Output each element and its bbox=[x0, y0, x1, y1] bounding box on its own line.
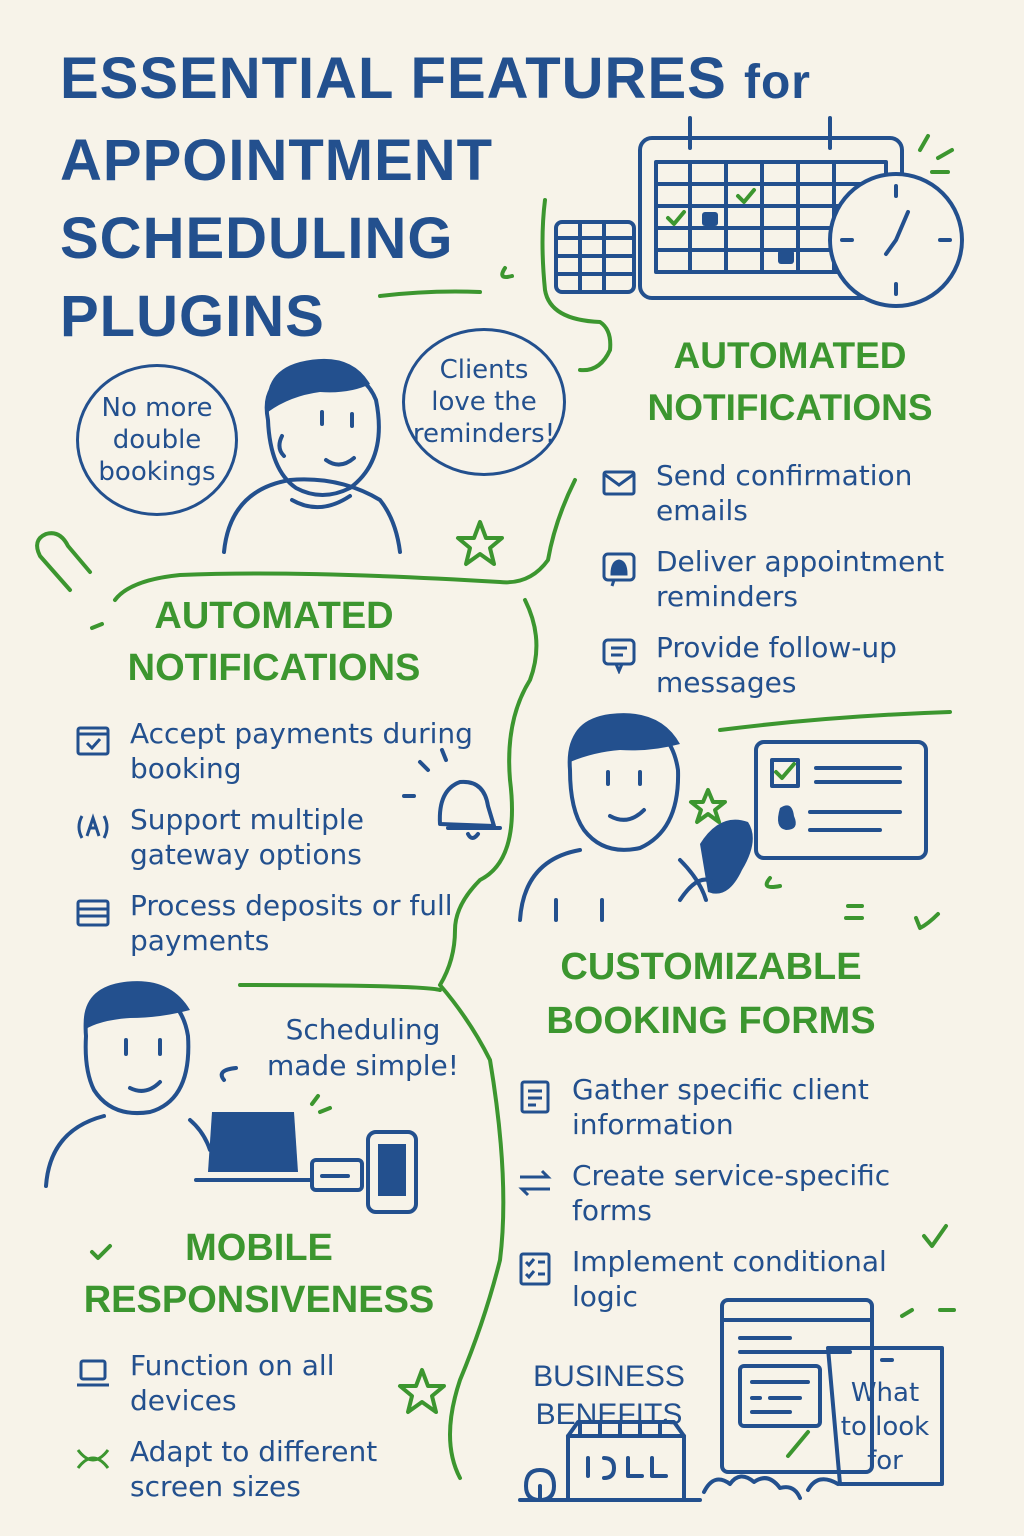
logic-checklist-icon bbox=[519, 1252, 551, 1286]
feature-item: Create service-specific forms bbox=[516, 1158, 906, 1228]
feature-text: Support multiple gateway options bbox=[130, 803, 364, 871]
title-line2: APPOINTMENT bbox=[60, 128, 494, 193]
section-payments: AUTOMATED NOTIFICATIONS Accept payments … bbox=[74, 590, 474, 974]
section-heading: MOBILE RESPONSIVENESS bbox=[83, 1227, 435, 1321]
bell-icon bbox=[602, 552, 636, 587]
feature-item: Support multiple gateway options bbox=[74, 802, 474, 872]
feature-list: Accept payments during booking Support m… bbox=[74, 716, 474, 958]
small-calendar-icon bbox=[554, 220, 636, 294]
feature-list: Function on all devices Adapt to differe… bbox=[74, 1348, 444, 1504]
swap-arrows-icon bbox=[518, 1169, 552, 1197]
message-icon bbox=[602, 638, 636, 674]
feature-item: Gather specific client information bbox=[516, 1072, 906, 1142]
feature-item: Function on all devices bbox=[74, 1348, 444, 1418]
feature-text: Implement conditional logic bbox=[572, 1245, 887, 1313]
section-booking-forms: CUSTOMIZABLE BOOKING FORMS Gather specif… bbox=[516, 940, 906, 1330]
person-smiling-illustration bbox=[222, 358, 402, 554]
feature-text: Accept payments during booking bbox=[130, 717, 473, 785]
section-heading: AUTOMATED NOTIFICATIONS bbox=[127, 595, 421, 689]
connector-path bbox=[113, 198, 613, 1480]
star-icon-2 bbox=[398, 1368, 446, 1414]
storefront-illustration bbox=[518, 1420, 840, 1502]
gateway-icon bbox=[77, 813, 109, 839]
feature-item: Accept payments during booking bbox=[74, 716, 474, 786]
feature-text: Deliver appointment reminders bbox=[656, 545, 945, 613]
page-title: ESSENTIAL FEATURES for APPOINTMENT SCHED… bbox=[60, 40, 940, 356]
business-benefits-label: BUSINESS BENEFITS bbox=[533, 1360, 685, 1431]
credit-card-icon bbox=[76, 899, 110, 927]
title-line3: SCHEDULING bbox=[60, 206, 454, 271]
section-heading: CUSTOMIZABLE BOOKING FORMS bbox=[546, 946, 876, 1042]
speech-bubble-scheduling-simple: Scheduling made simple! bbox=[267, 1013, 459, 1082]
feature-item: Adapt to different screen sizes bbox=[74, 1434, 444, 1504]
feature-list: Gather specific client information Creat… bbox=[516, 1072, 906, 1314]
what-to-look-for-note: What to look for bbox=[840, 1378, 930, 1476]
section-automated-notifications: AUTOMATED NOTIFICATIONS Send confirmatio… bbox=[600, 330, 980, 716]
person-with-laptop-illustration bbox=[44, 981, 418, 1214]
feature-text: Function on all devices bbox=[130, 1349, 335, 1417]
documents-illustration bbox=[720, 1298, 944, 1486]
person-with-phone-illustration bbox=[518, 713, 940, 930]
feature-item: Process deposits or full payments bbox=[74, 888, 474, 958]
booking-form-illustration bbox=[754, 740, 928, 889]
card-check-icon bbox=[76, 726, 110, 756]
feature-text: Gather specific client information bbox=[572, 1073, 869, 1141]
feature-item: Deliver appointment reminders bbox=[600, 544, 980, 614]
feature-list: Send confirmation emails Deliver appoint… bbox=[600, 458, 980, 700]
title-line1-for: for bbox=[743, 56, 811, 109]
form-icon bbox=[520, 1080, 550, 1114]
resize-icon bbox=[76, 1449, 110, 1469]
feature-text: Adapt to different screen sizes bbox=[130, 1435, 378, 1503]
feature-text: Create service-specific forms bbox=[572, 1159, 891, 1227]
feature-text: Send confirmation emails bbox=[656, 459, 913, 527]
bell-illustration bbox=[402, 748, 502, 840]
speech-bubble-double-bookings: No more double bookings bbox=[76, 364, 238, 516]
title-line4: PLUGINS bbox=[60, 284, 325, 349]
feature-text: Process deposits or full payments bbox=[130, 889, 453, 957]
feature-item: Implement conditional logic bbox=[516, 1244, 906, 1314]
star-icon bbox=[456, 520, 504, 566]
envelope-icon bbox=[602, 470, 636, 496]
feature-text: Provide follow-up messages bbox=[656, 631, 897, 699]
feature-item: Send confirmation emails bbox=[600, 458, 980, 528]
section-heading: AUTOMATED NOTIFICATIONS bbox=[647, 335, 933, 428]
speech-bubble-reminders: Clients love the reminders! bbox=[402, 328, 566, 476]
title-line1: ESSENTIAL FEATURES bbox=[60, 46, 727, 111]
clock-icon bbox=[828, 134, 964, 308]
feature-item: Provide follow-up messages bbox=[600, 630, 980, 700]
section-mobile-responsiveness: MOBILE RESPONSIVENESS Function on all de… bbox=[74, 1222, 444, 1520]
paperclip-icon bbox=[35, 531, 92, 592]
laptop-icon bbox=[77, 1359, 109, 1387]
